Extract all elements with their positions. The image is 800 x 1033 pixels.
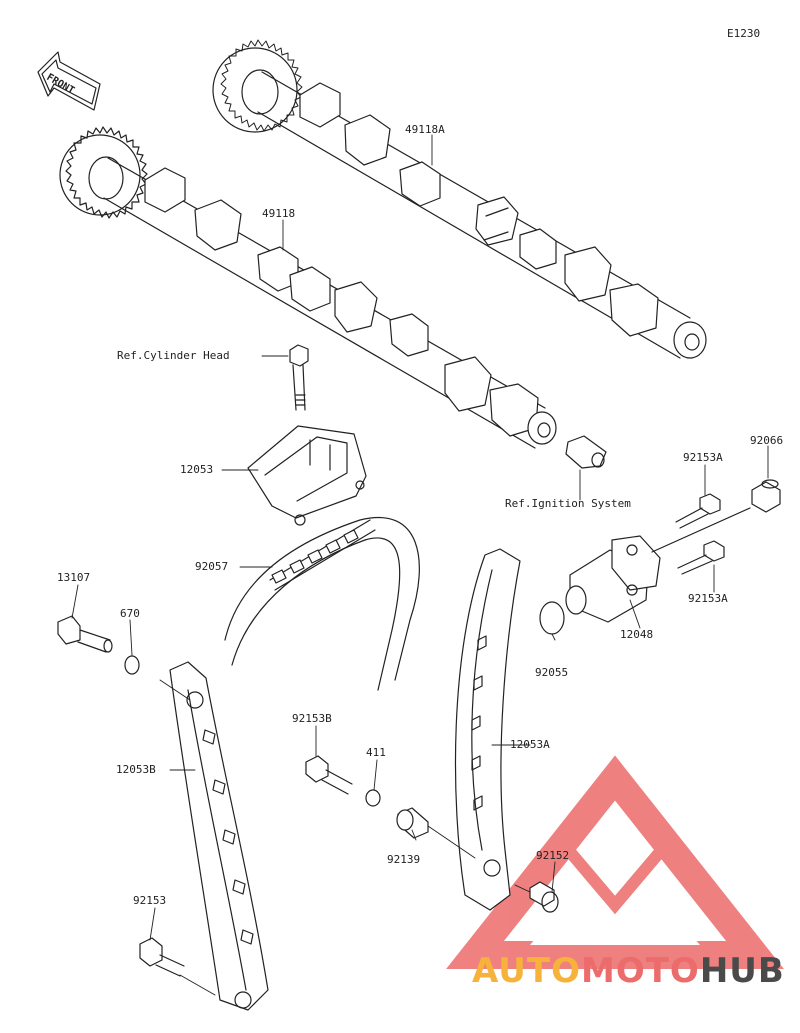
ignition-rotor-ref — [565, 435, 607, 469]
camshaft-49118 — [59, 126, 557, 449]
label-12053a: 12053A — [510, 738, 550, 751]
label-670: 670 — [120, 607, 140, 620]
leader-lines — [71, 134, 769, 996]
front-arrow-icon — [37, 51, 101, 111]
label-92153a-top: 92153A — [683, 451, 723, 464]
label-12048: 12048 — [620, 628, 654, 641]
label-92057: 92057 — [195, 560, 229, 573]
label-92153b: 92153B — [292, 712, 332, 725]
collar-92139 — [396, 807, 429, 839]
bolt-13107 — [57, 615, 113, 653]
label-92152: 92152 — [536, 849, 570, 862]
bolt-cylinder-head-ref — [289, 344, 309, 411]
label-ref-cylinder-head: Ref.Cylinder Head — [117, 349, 230, 362]
watermark-hub: HUB — [699, 951, 785, 991]
label-92153a-bottom: 92153A — [688, 592, 728, 605]
label-49118a: 49118A — [405, 123, 445, 136]
label-49118: 49118 — [262, 207, 296, 220]
bolt-92153a-bottom — [677, 540, 725, 575]
watermark-auto: AUTO — [472, 951, 581, 991]
label-92139: 92139 — [387, 853, 421, 866]
diagram-code: E1230 — [727, 27, 761, 40]
timing-chain-92057 — [224, 517, 420, 691]
cap-bolt-92066 — [651, 479, 781, 553]
bolt-92153a-top — [675, 493, 721, 529]
chain-guide-12053 — [247, 425, 367, 526]
watermark-moto: MOTO — [580, 951, 700, 991]
bolt-92153b — [305, 755, 353, 795]
label-12053: 12053 — [180, 463, 214, 476]
label-ref-ignition-system: Ref.Ignition System — [505, 497, 631, 510]
camshaft-49118a — [212, 39, 707, 359]
watermark-logo-icon — [446, 755, 784, 969]
chain-guide-12053a — [454, 548, 521, 911]
o-ring-92055 — [539, 601, 565, 635]
label-411: 411 — [366, 746, 386, 759]
bolt-92153 — [139, 937, 185, 977]
washer-411 — [365, 789, 381, 807]
label-92055: 92055 — [535, 666, 569, 679]
tensioner-12048 — [565, 535, 661, 623]
label-92066: 92066 — [750, 434, 784, 447]
chain-guide-12053b — [169, 661, 269, 1011]
label-12053b: 12053B — [116, 763, 156, 776]
label-13107: 13107 — [57, 571, 91, 584]
label-92153: 92153 — [133, 894, 167, 907]
watermark-text: AUTOMOTOHUB — [472, 951, 785, 991]
pin-92152 — [529, 881, 559, 913]
washer-670 — [124, 655, 140, 675]
